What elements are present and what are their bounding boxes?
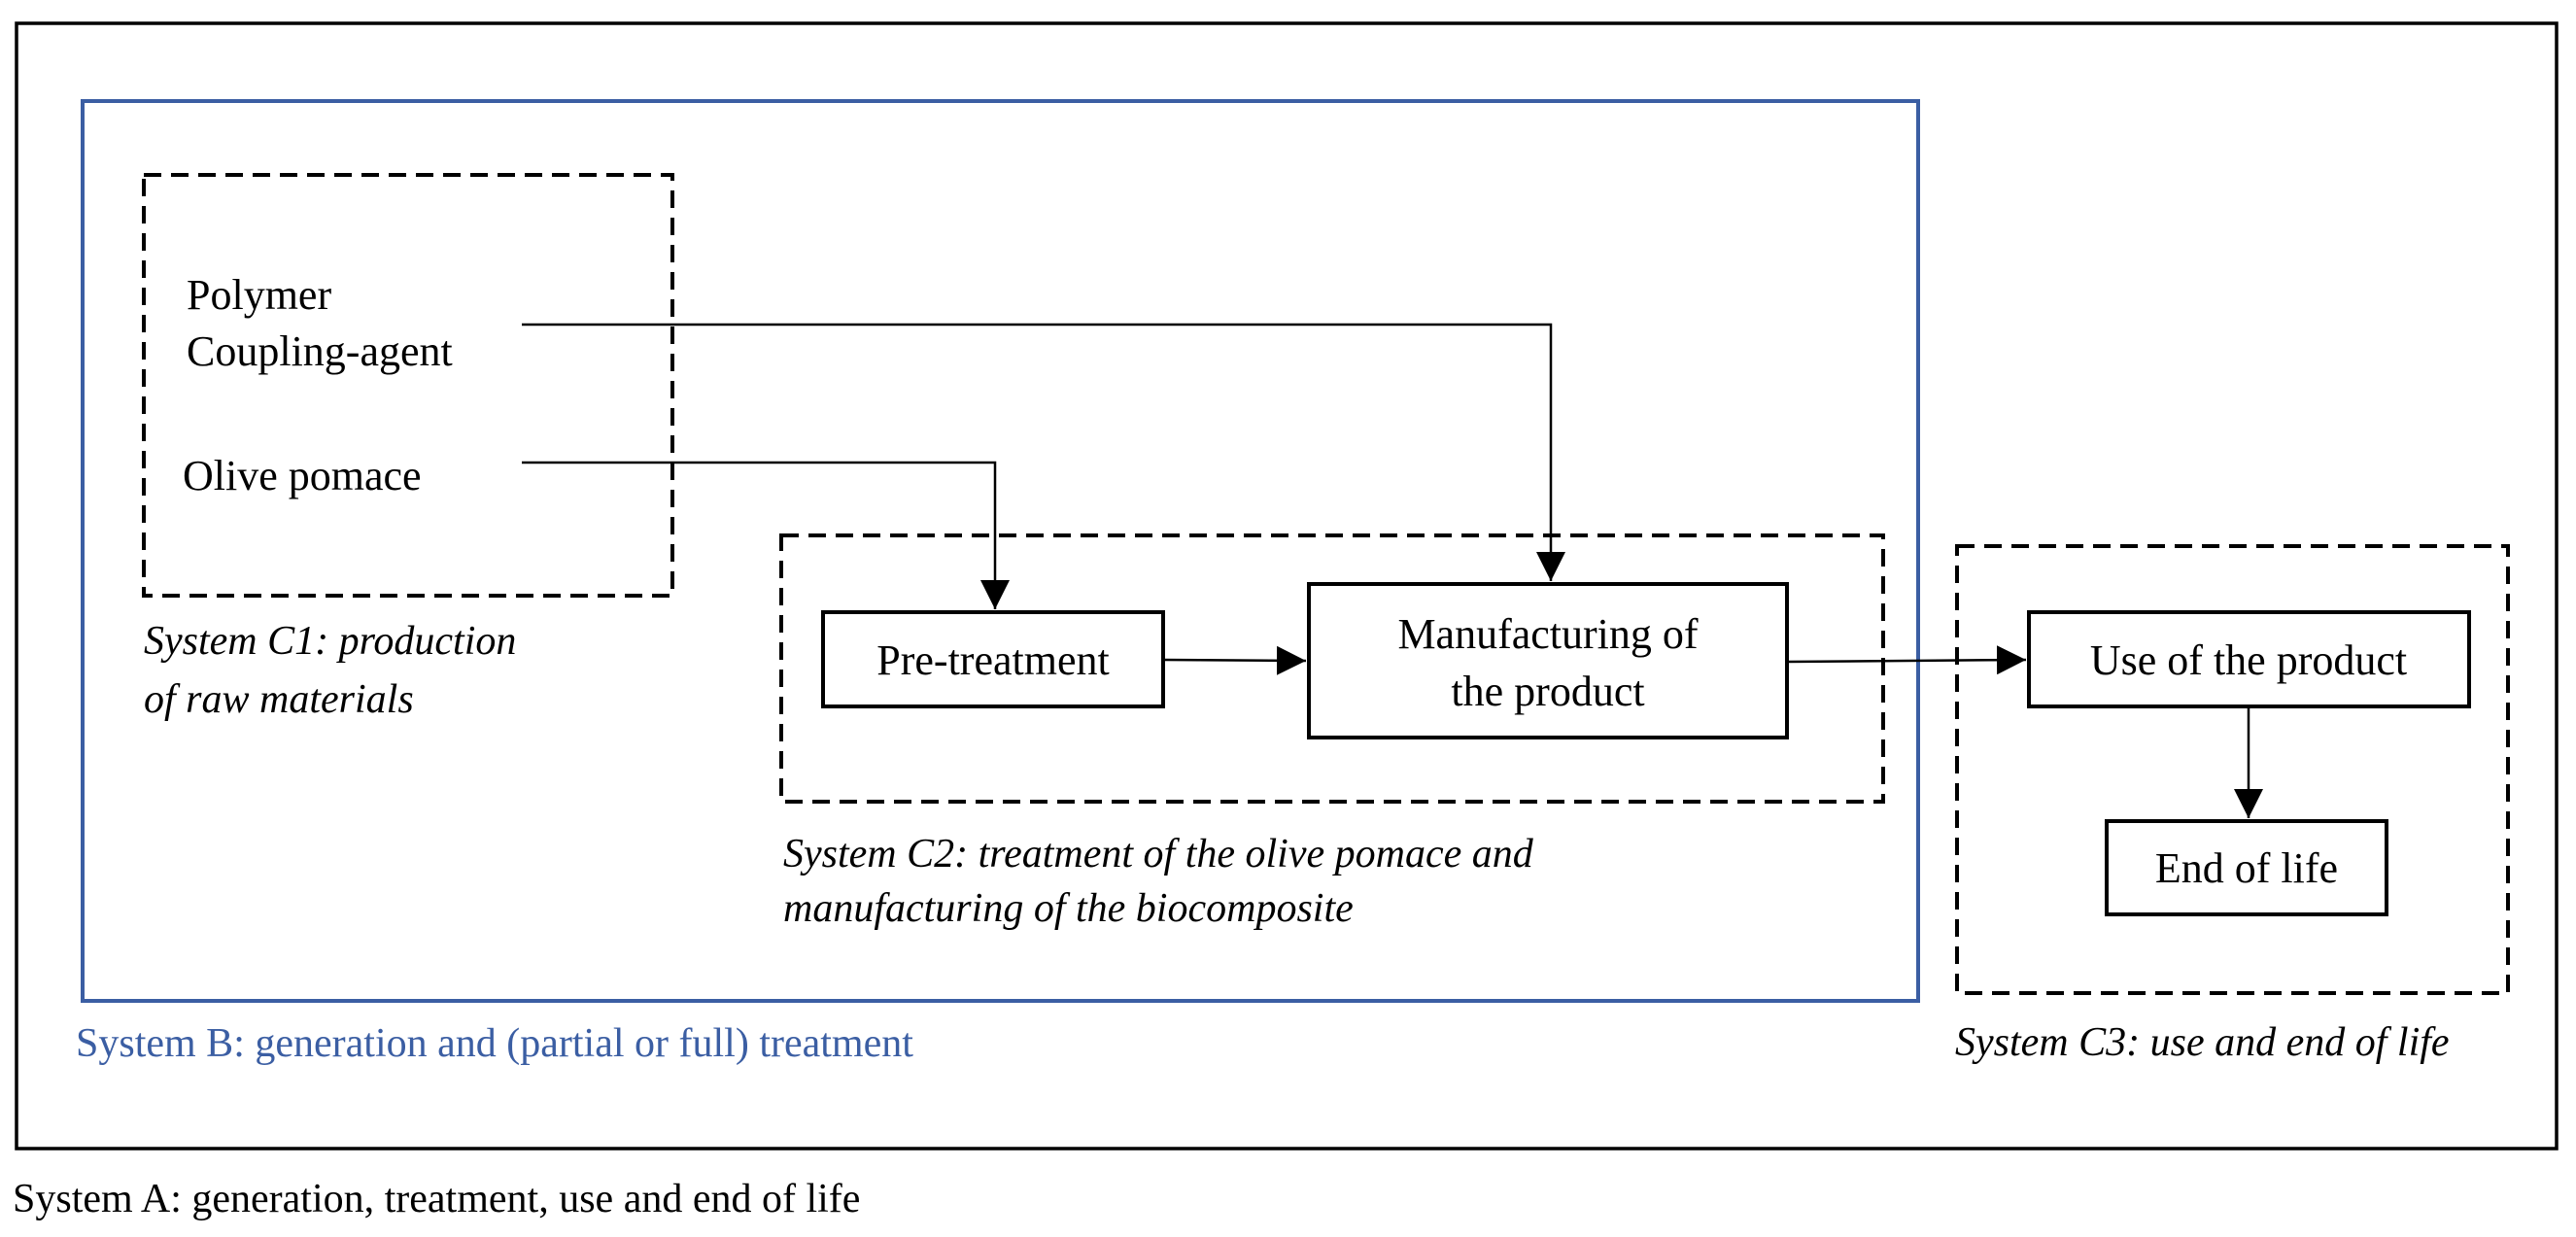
system-c2-label-line1: System C2: treatment of the olive pomace… [783,832,1534,876]
end-of-life-box [2105,819,2388,916]
system-c2-boundary [779,533,1885,804]
system-a-boundary [15,21,2559,1151]
system-c1-label-line1: System C1: production [144,619,516,664]
system-c3-boundary [1955,544,2510,995]
system-c1-label-line2: of raw materials [144,677,414,722]
pretreatment-box [821,610,1165,708]
use-label: Use of the product [2090,636,2407,684]
arrow-polymer-to-manufacturing [522,323,1565,581]
arrow-manufacturing-to-use [1786,645,2027,675]
system-a-label: System A: generation, treatment, use and… [13,1177,860,1221]
manufacturing-label-line1: Manufacturing of [1397,610,1698,658]
end-of-life-label: End of life [2155,844,2338,892]
pretreatment-label: Pre-treatment [876,636,1109,684]
system-b-label: System B: generation and (partial or ful… [76,1021,913,1066]
system-c2-label-line2: manufacturing of the biocomposite [783,886,1354,931]
use-box [2027,610,2471,708]
system-b-boundary [81,99,1920,1003]
input-coupling-agent: Coupling-agent [187,327,453,375]
manufacturing-label-line2: the product [1451,668,1644,715]
system-c3-label: System C3: use and end of life [1955,1020,2450,1065]
system-c1-boundary [142,173,674,598]
input-polymer: Polymer [187,271,331,319]
arrow-pretreatment-to-manufacturing [1162,645,1307,675]
arrow-pomace-to-pretreatment [522,461,1010,609]
input-olive-pomace: Olive pomace [183,452,422,499]
